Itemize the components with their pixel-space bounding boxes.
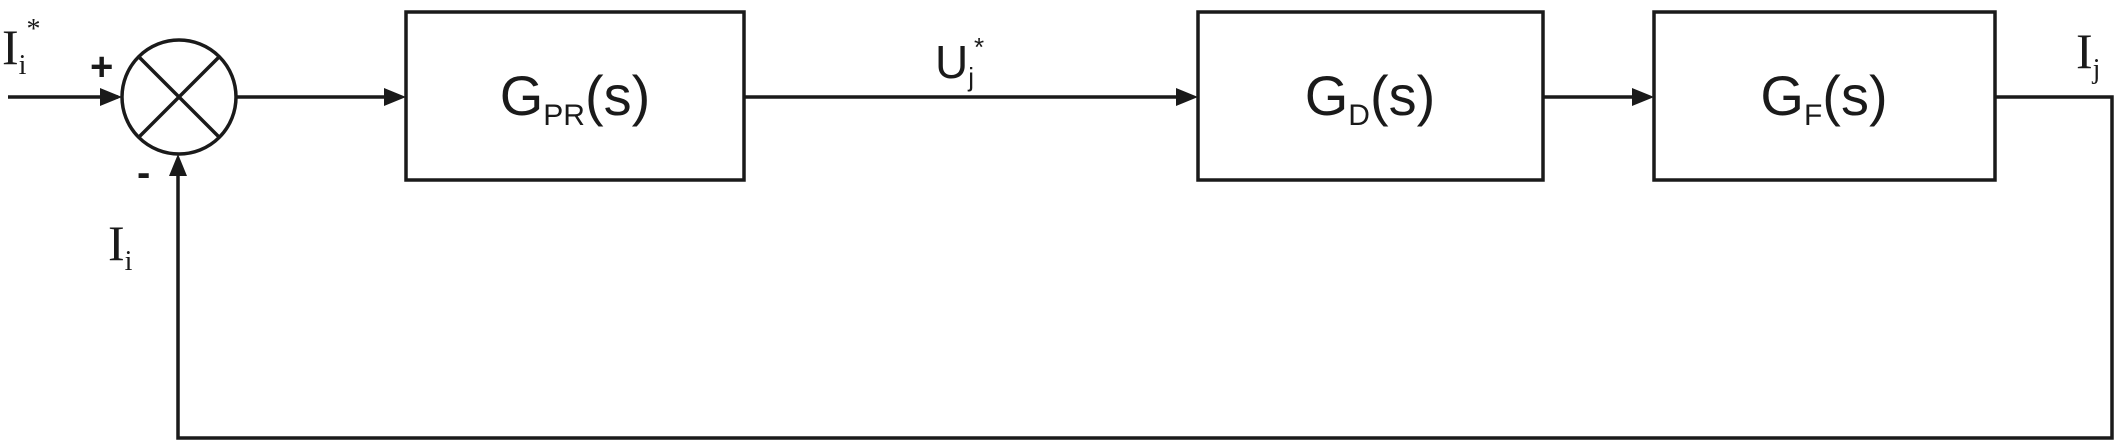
gf-arrowhead — [1632, 88, 1654, 106]
gd-label: GD(s) — [1305, 64, 1436, 132]
gd-arrowhead — [1176, 88, 1198, 106]
summing-junction — [120, 38, 238, 156]
gpr-block — [404, 10, 746, 182]
gf-label: GF(s) — [1760, 64, 1887, 132]
gf-block — [1652, 10, 1997, 182]
gd-block — [1196, 10, 1545, 182]
gpr-arrowhead — [384, 88, 406, 106]
minus-sign: - — [137, 151, 150, 195]
feedback-signal-label: Ii — [108, 215, 133, 277]
feedback-path — [176, 95, 2114, 440]
output-signal-label: Ij — [2076, 23, 2100, 85]
input-arrowhead — [100, 88, 122, 106]
feedback-arrowhead — [169, 154, 187, 176]
voltage-label: Uj* — [935, 32, 984, 92]
input-signal-label: Ii* — [2, 14, 40, 81]
plus-sign: + — [90, 45, 113, 89]
gpr-label: GPR(s) — [500, 64, 651, 132]
